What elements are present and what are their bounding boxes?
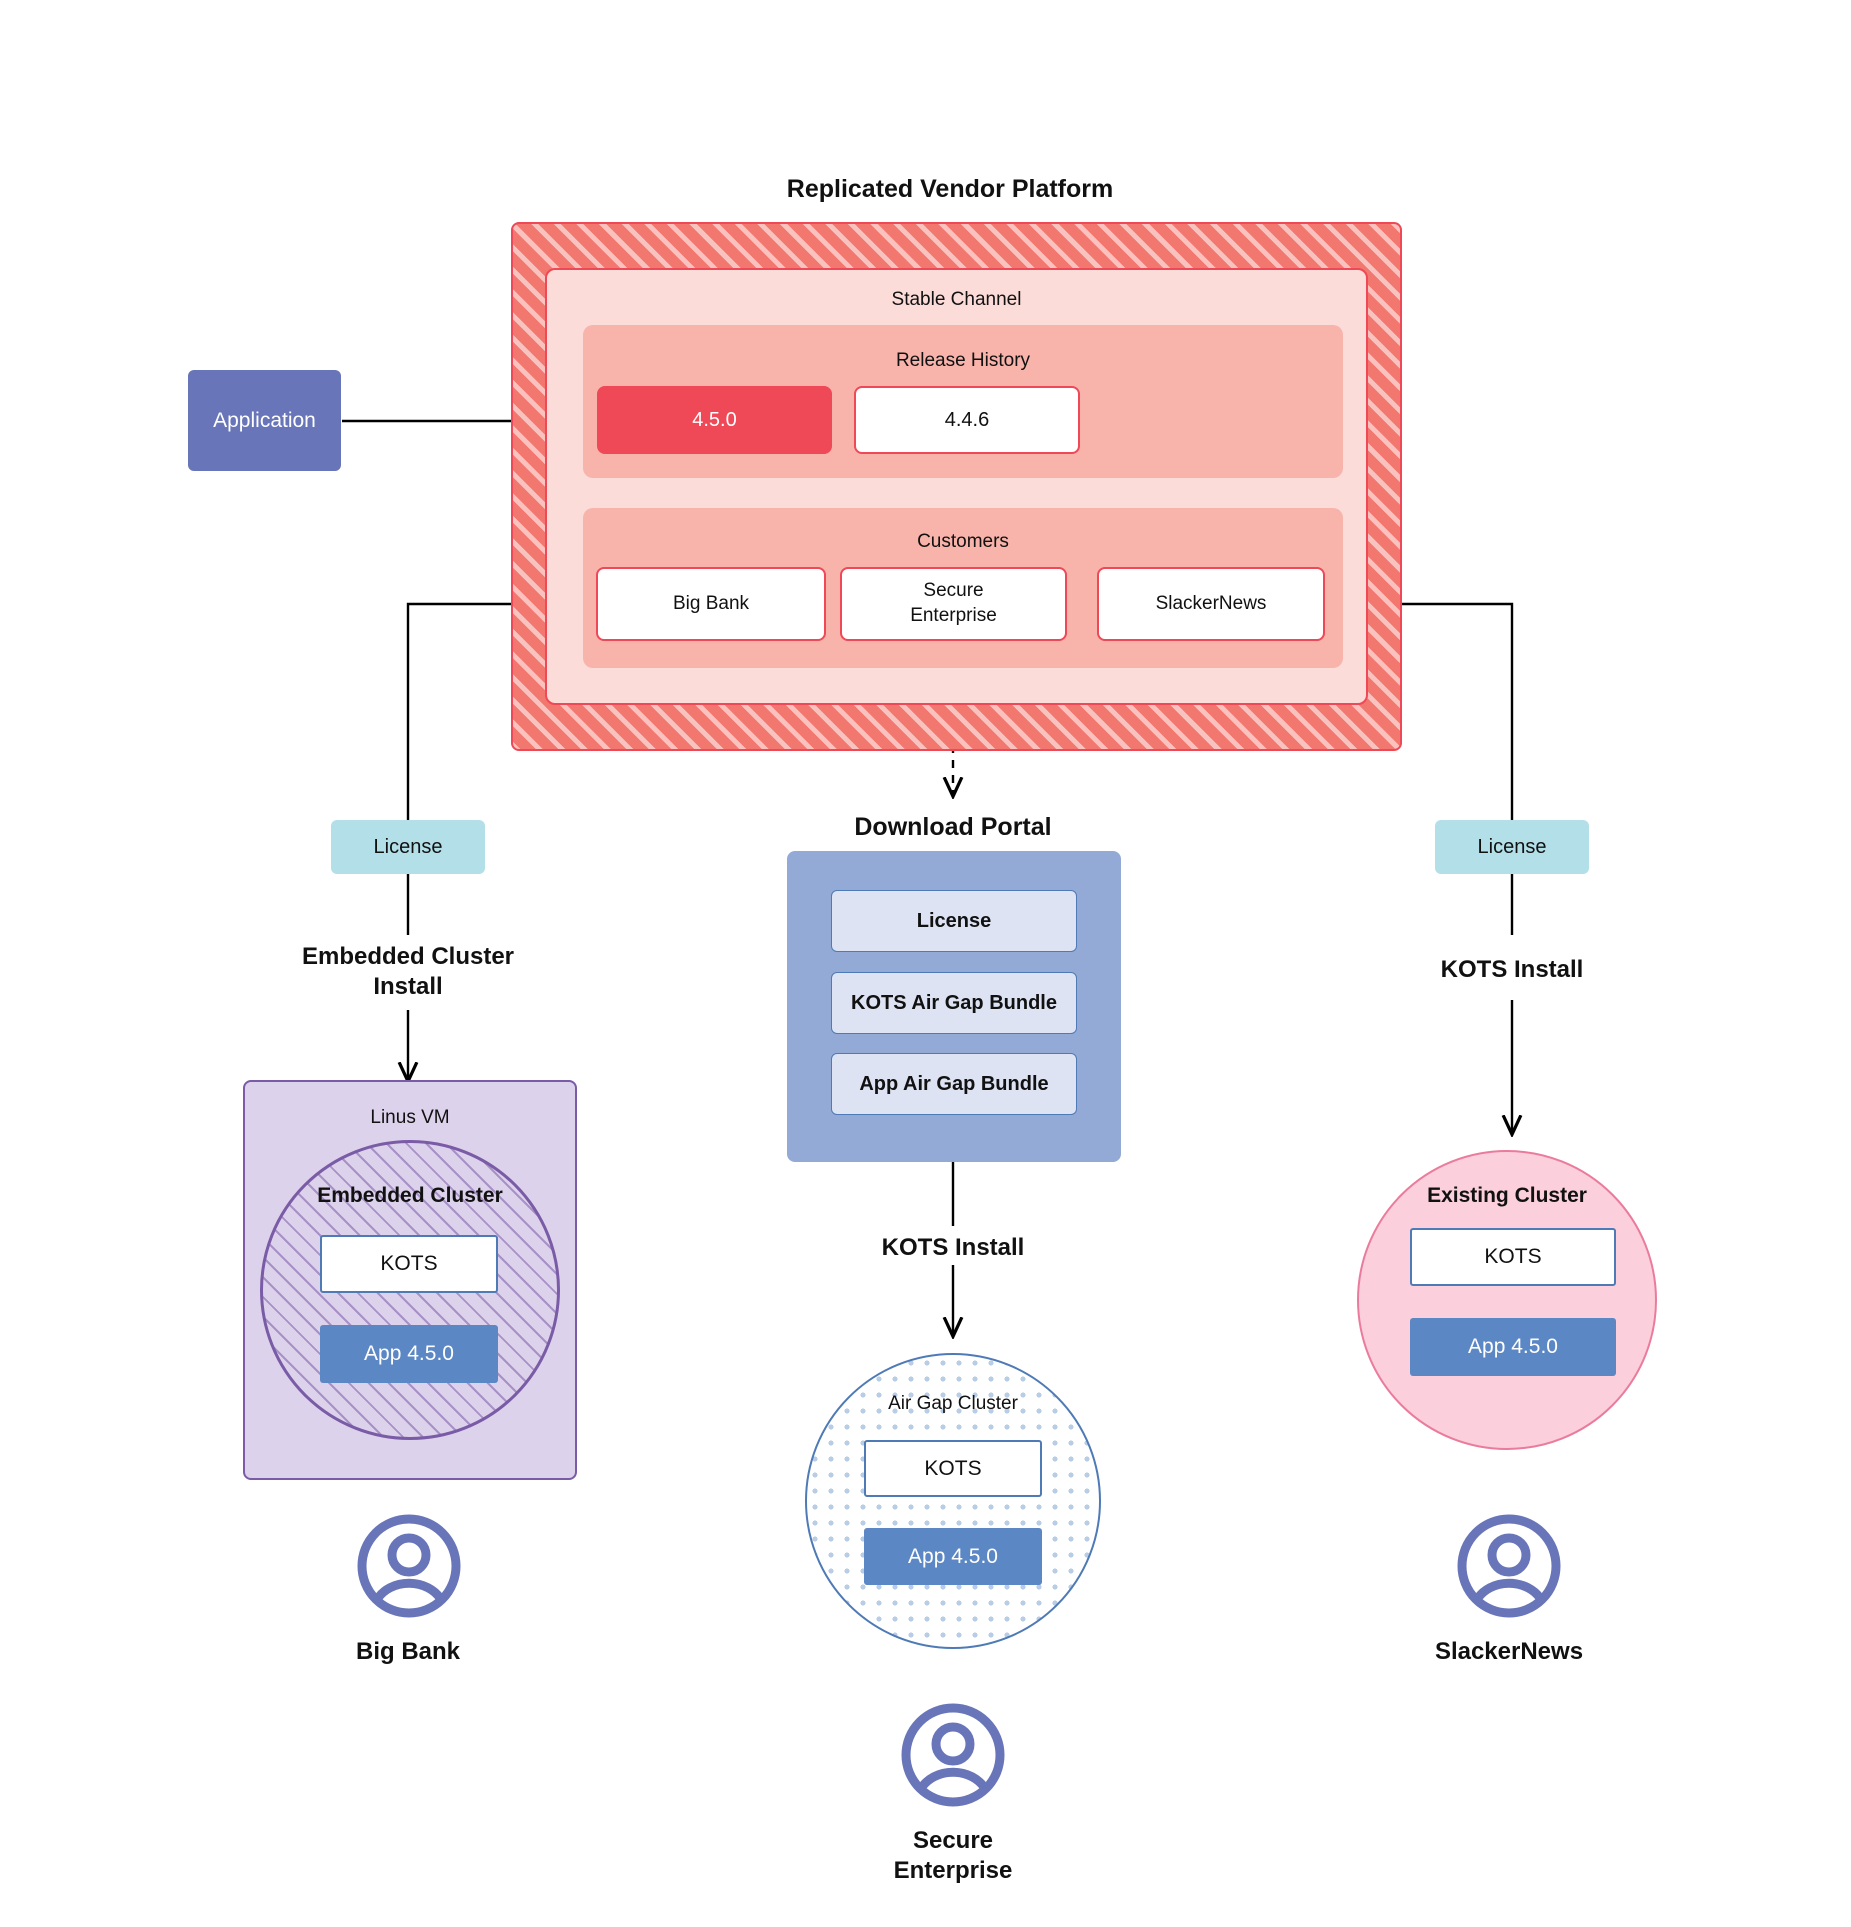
license-chip-left[interactable]: License <box>331 820 485 874</box>
portal-item-kots-air-gap-bundle[interactable]: KOTS Air Gap Bundle <box>831 972 1077 1034</box>
person-label-secure-enterprise: Secure Enterprise <box>893 1827 1013 1884</box>
download-portal-title: Download Portal <box>854 813 1052 841</box>
application-box[interactable]: Application <box>188 370 341 471</box>
existing-cluster-circle <box>1357 1150 1657 1450</box>
avatar-slackernews <box>1456 1513 1562 1624</box>
app-version-box-left[interactable]: App 4.5.0 <box>320 1325 498 1383</box>
release-item-current[interactable]: 4.5.0 <box>597 386 832 454</box>
embedded-cluster-title: Embedded Cluster <box>317 1184 503 1207</box>
air-gap-cluster-circle <box>805 1353 1101 1649</box>
portal-item-app-air-gap-bundle[interactable]: App Air Gap Bundle <box>831 1053 1077 1115</box>
kots-box-right[interactable]: KOTS <box>1410 1228 1616 1286</box>
app-version-box-right[interactable]: App 4.5.0 <box>1410 1318 1616 1376</box>
person-label-slackernews: SlackerNews <box>1434 1638 1584 1665</box>
customer-slackernews[interactable]: SlackerNews <box>1097 567 1325 641</box>
avatar-secure-enterprise <box>900 1702 1006 1813</box>
avatar-big-bank <box>356 1513 462 1624</box>
license-chip-right[interactable]: License <box>1435 820 1589 874</box>
install-label-middle: KOTS Install <box>881 1234 1025 1261</box>
install-label-left: Embedded Cluster Install <box>301 943 515 1000</box>
kots-box-airgap[interactable]: KOTS <box>864 1440 1042 1497</box>
release-item-previous[interactable]: 4.4.6 <box>854 386 1080 454</box>
existing-cluster-title: Existing Cluster <box>1427 1184 1587 1207</box>
linus-vm-title: Linus VM <box>370 1107 450 1128</box>
app-version-box-airgap[interactable]: App 4.5.0 <box>864 1528 1042 1585</box>
customers-title: Customers <box>917 531 1009 552</box>
page-title: Replicated Vendor Platform <box>786 175 1114 203</box>
air-gap-cluster-title: Air Gap Cluster <box>888 1393 1018 1414</box>
install-label-right: KOTS Install <box>1440 956 1584 983</box>
person-label-big-bank: Big Bank <box>355 1638 460 1665</box>
kots-box-left[interactable]: KOTS <box>320 1235 498 1293</box>
release-history-title: Release History <box>895 350 1031 371</box>
stable-channel-title: Stable Channel <box>891 289 1022 310</box>
portal-item-license[interactable]: License <box>831 890 1077 952</box>
customer-secure-enterprise[interactable]: Secure Enterprise <box>840 567 1067 641</box>
customer-big-bank[interactable]: Big Bank <box>596 567 826 641</box>
